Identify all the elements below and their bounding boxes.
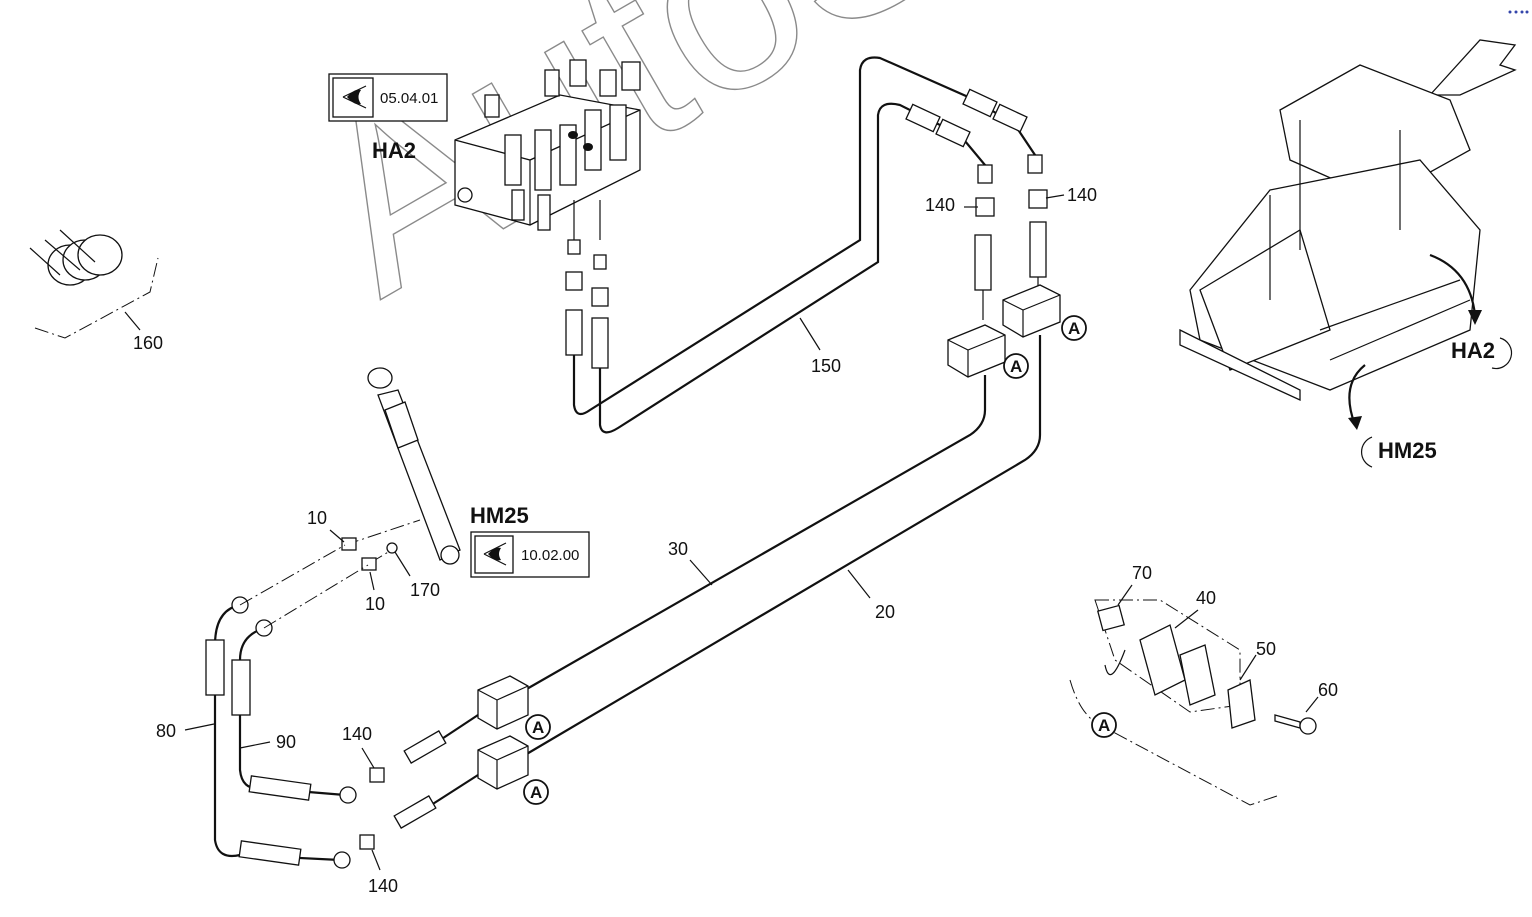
clamp-block-upper-left (947, 324, 1006, 378)
connector-marker-a: A (525, 714, 551, 740)
eye-view-icon (342, 85, 367, 109)
valve-fittings (565, 200, 609, 369)
callout-140: 140 (342, 724, 372, 744)
connector-marker-a: A (1061, 315, 1087, 341)
callout-140: 140 (1067, 185, 1097, 205)
overview-arc-ha2 (1491, 337, 1513, 370)
callout-140: 140 (925, 195, 955, 215)
callout-40: 40 (1196, 588, 1216, 608)
overview-arc-hm25 (1360, 436, 1373, 468)
overview-arrow-ha2 (1429, 253, 1477, 316)
watermark: AutoSoft (267, 0, 1237, 346)
view-ref-hm25-code: 10.02.00 (521, 547, 579, 564)
cable-ties-160 (29, 229, 159, 339)
connector-marker-a: A (1003, 353, 1029, 379)
callout-70: 70 (1132, 563, 1152, 583)
valve-block-ha2 (454, 59, 641, 231)
view-title-ha2: HA2 (372, 138, 416, 163)
svg-text:A: A (532, 718, 544, 737)
hose-20-30 (524, 335, 1042, 756)
overview-label-hm25: HM25 (1378, 438, 1437, 463)
fitting-lower (359, 714, 479, 850)
eye-view-icon (483, 542, 507, 566)
connector-marker-a: A (523, 779, 549, 805)
svg-text:A: A (530, 783, 542, 802)
callout-80: 80 (156, 721, 176, 741)
clamp-assembly (1069, 599, 1317, 806)
svg-text:A: A (1010, 357, 1022, 376)
arrow-head-hm25-icon (1348, 416, 1362, 430)
callout-60: 60 (1318, 680, 1338, 700)
machine-overview (1179, 39, 1517, 402)
callout-150: 150 (811, 356, 841, 376)
callout-140: 140 (368, 876, 398, 896)
hose-80-90 (205, 596, 357, 869)
view-ref-ha2[interactable]: 05.04.01 (328, 73, 448, 122)
connector-marker-a: A (1091, 712, 1117, 738)
clamp-block-lower-lower (477, 735, 529, 790)
callout-30: 30 (668, 539, 688, 559)
view-title-hm25: HM25 (470, 503, 529, 528)
view-ref-hm25[interactable]: 10.02.00 (470, 531, 590, 578)
arrow-head-ha2-icon (1468, 310, 1482, 325)
callout-90: 90 (276, 732, 296, 752)
clamp-block-lower-upper (477, 675, 529, 730)
svg-text:A: A (1098, 716, 1110, 735)
view-ref-ha2-code: 05.04.01 (380, 90, 438, 107)
callout-50: 50 (1256, 639, 1276, 659)
clamp-block-upper-right (1002, 284, 1061, 338)
leader-lines (124, 194, 1319, 871)
fitting-140-upper (974, 189, 1048, 320)
callout-160: 160 (133, 333, 163, 353)
callout-20: 20 (875, 602, 895, 622)
callout-170: 170 (410, 580, 440, 600)
corner-logo-icon (1508, 10, 1529, 14)
hose-150 (572, 56, 1043, 434)
callout-10: 10 (365, 594, 385, 614)
overview-label-ha2: HA2 (1451, 338, 1495, 363)
svg-text:A: A (1068, 319, 1080, 338)
callout-10: 10 (307, 508, 327, 528)
cylinder-hm25 (239, 367, 461, 629)
